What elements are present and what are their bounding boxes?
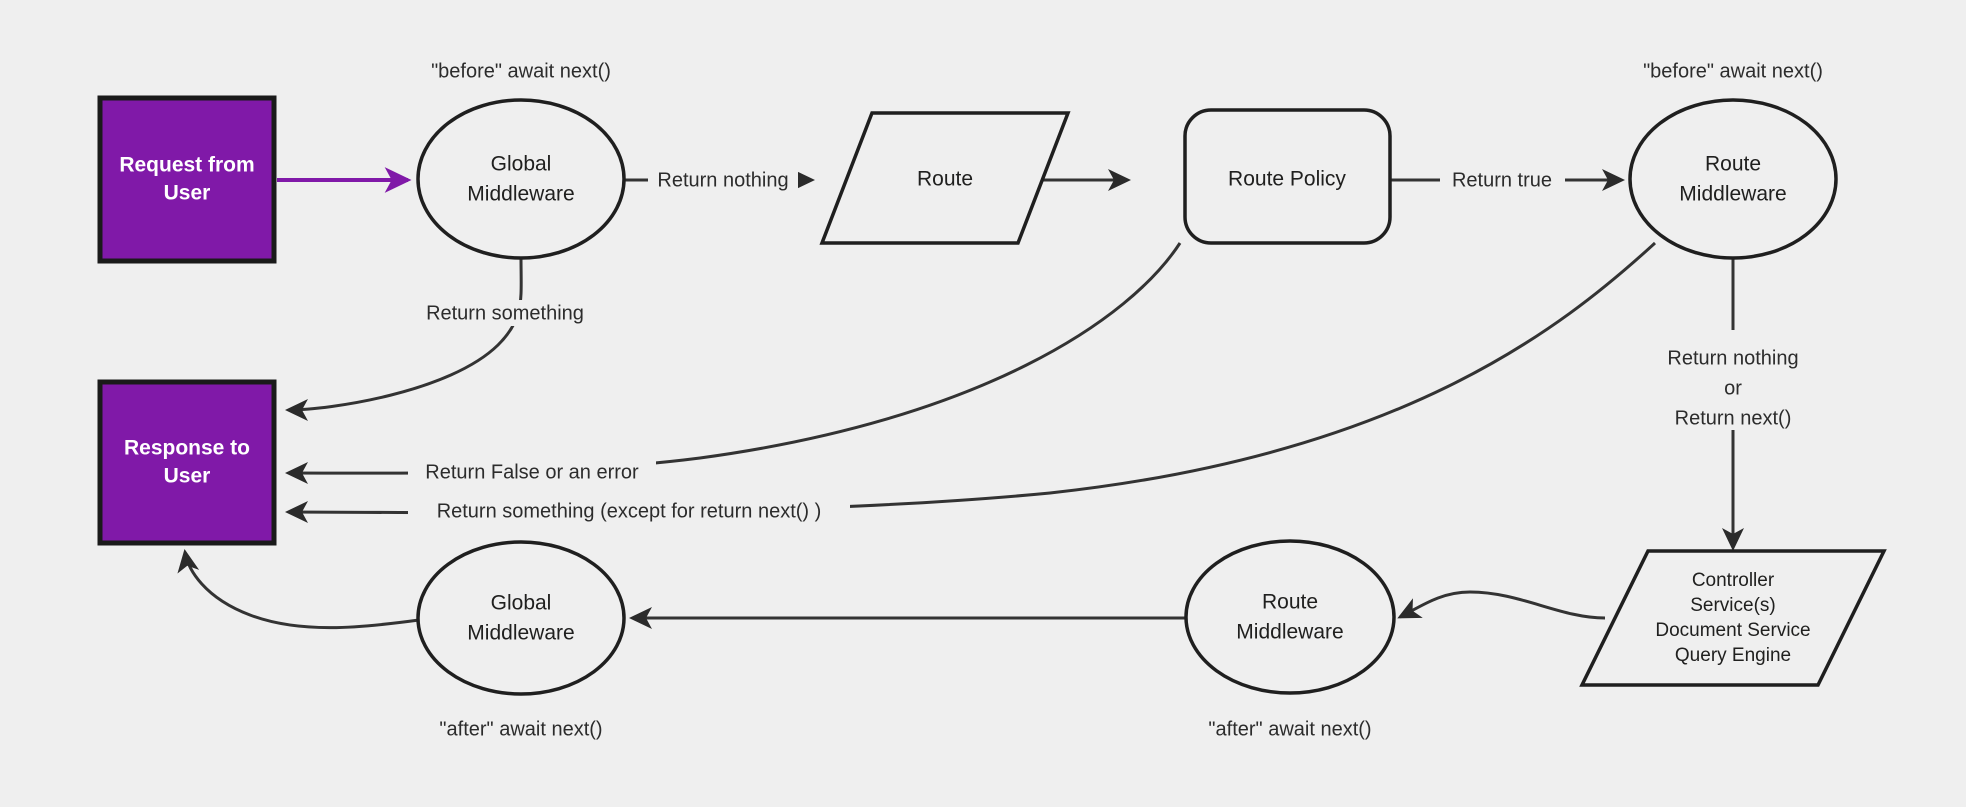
edge-controller-to-route-middleware-after	[1397, 590, 1606, 620]
route-policy-box[interactable]	[1183, 108, 1392, 245]
global-middleware-before-label-line2: Middleware	[467, 183, 574, 206]
node-response-to-user[interactable]: Response to User	[97, 379, 277, 546]
route-middleware-after-ellipse[interactable]	[1184, 539, 1396, 695]
route-middleware-before-ellipse[interactable]	[1628, 98, 1838, 260]
edge-label-bg-return-something	[408, 300, 598, 326]
edge-label-bg-return-nothing-or-next	[1645, 330, 1825, 430]
controller-parallelogram[interactable]	[1579, 549, 1887, 687]
route-middleware-before-label-line1: Route	[1705, 153, 1761, 176]
edge-label-return-nothing-or-next-line2: or	[1724, 377, 1742, 399]
route-middleware-after-label-line2: Middleware	[1236, 621, 1343, 644]
annotation-after-await-next-global: "after" await next()	[439, 718, 602, 740]
route-middleware-after-label-line1: Route	[1262, 591, 1318, 614]
annotation-after-await-next-route: "after" await next()	[1208, 718, 1371, 740]
edge-label-bg-return-true	[1440, 167, 1565, 193]
route-label: Route	[917, 168, 973, 191]
global-middleware-before-label-line1: Global	[491, 153, 552, 176]
request-from-user-box[interactable]	[97, 95, 277, 264]
edge-label-return-nothing-or-next-line1: Return nothing	[1667, 347, 1798, 369]
edge-label-bg-return-something-except	[408, 498, 850, 524]
node-request-from-user[interactable]: Request from User	[97, 95, 277, 264]
node-global-middleware-before[interactable]: Global Middleware	[416, 98, 626, 260]
annotation-before-await-next-route: "before" await next()	[1643, 60, 1823, 82]
edge-label-return-something: Return something	[426, 302, 584, 324]
global-middleware-after-label-line2: Middleware	[467, 622, 574, 645]
edge-label-return-false-or-error: Return False or an error	[425, 461, 639, 483]
response-to-user-box[interactable]	[97, 379, 277, 546]
controller-label-line3: Document Service	[1655, 620, 1810, 641]
edge-label-return-true: Return true	[1452, 169, 1552, 191]
edge-label-return-something-except-next: Return something (except for return next…	[437, 500, 822, 522]
node-controller[interactable]: Controller Service(s) Document Service Q…	[1579, 549, 1887, 687]
edge-label-bg-return-nothing	[648, 167, 798, 193]
node-route-middleware-before[interactable]: Route Middleware	[1628, 98, 1838, 260]
controller-label-line4: Query Engine	[1675, 645, 1791, 666]
edge-label-bg-return-false	[408, 459, 656, 485]
edge-label-return-nothing: Return nothing	[657, 169, 788, 191]
node-route-policy[interactable]: Route Policy	[1183, 108, 1392, 245]
controller-label-line1: Controller	[1692, 570, 1775, 591]
node-route-middleware-after[interactable]: Route Middleware	[1184, 539, 1396, 695]
controller-label-line2: Service(s)	[1690, 595, 1776, 616]
response-to-user-label-line2: User	[164, 465, 211, 488]
node-route[interactable]: Route	[819, 111, 1071, 245]
global-middleware-before-ellipse[interactable]	[416, 98, 626, 260]
route-policy-label: Route Policy	[1228, 168, 1346, 191]
global-middleware-after-label-line1: Global	[491, 592, 552, 615]
global-middleware-after-ellipse[interactable]	[416, 540, 626, 696]
edge-global-middleware-after-to-response	[177, 549, 420, 630]
edge-global-middleware-return-something	[285, 256, 523, 421]
route-middleware-before-label-line2: Middleware	[1679, 183, 1786, 206]
request-from-user-label-line2: User	[164, 182, 211, 205]
node-global-middleware-after[interactable]: Global Middleware	[416, 540, 626, 696]
request-from-user-label-line1: Request from	[119, 154, 254, 177]
edge-route-policy-return-false	[285, 242, 1182, 485]
response-to-user-label-line1: Response to	[124, 437, 250, 460]
route-parallelogram[interactable]	[819, 111, 1071, 245]
edge-label-return-nothing-or-next-line3: Return next()	[1675, 407, 1792, 429]
annotation-before-await-next-global: "before" await next()	[431, 60, 611, 82]
